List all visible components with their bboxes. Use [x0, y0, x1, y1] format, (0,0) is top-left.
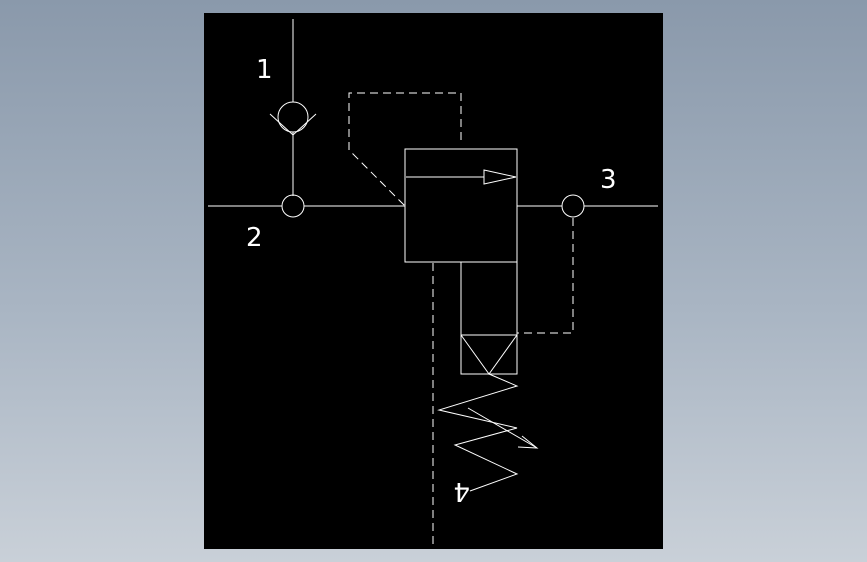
- check-valve-icon: [269, 19, 317, 196]
- port-2-label: 2: [246, 223, 263, 253]
- adjustable-spring-icon: [437, 373, 539, 492]
- port-3-label: 3: [600, 165, 617, 195]
- pilot-line-top: [348, 92, 462, 207]
- port-3-junction: [517, 194, 658, 218]
- port-1-label: 1: [256, 55, 273, 85]
- port-2-junction: [208, 194, 405, 218]
- port-4-label: 4: [453, 476, 470, 506]
